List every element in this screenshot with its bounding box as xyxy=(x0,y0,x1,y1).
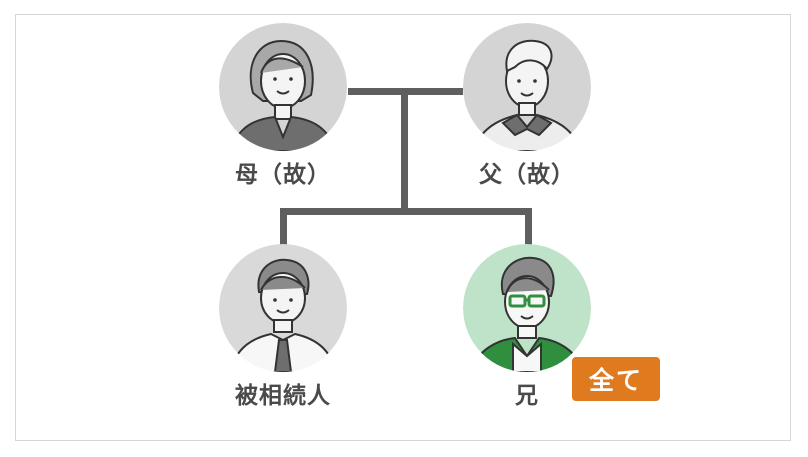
diagram-frame xyxy=(15,14,791,441)
father-label: 父（故） xyxy=(479,162,575,188)
mother-label: 母（故） xyxy=(235,162,331,188)
descent-trunk-line xyxy=(401,88,408,213)
decedent-label: 被相続人 xyxy=(235,383,331,409)
man-elder-icon xyxy=(463,23,591,151)
father-avatar xyxy=(463,23,591,151)
person-decedent: 被相続人 xyxy=(219,244,347,410)
inheritance-badge: 全て xyxy=(572,357,660,401)
man-tie-icon xyxy=(219,244,347,372)
man-glasses-icon xyxy=(463,244,591,372)
person-mother: 母（故） xyxy=(219,23,347,189)
person-father: 父（故） xyxy=(463,23,591,189)
brother-label: 兄 xyxy=(515,383,539,409)
mother-avatar xyxy=(219,23,347,151)
decedent-drop-line xyxy=(280,208,287,248)
decedent-avatar xyxy=(219,244,347,372)
person-brother: 兄 xyxy=(463,244,591,410)
brother-drop-line xyxy=(525,208,532,248)
sibling-line xyxy=(280,208,532,215)
brother-avatar xyxy=(463,244,591,372)
woman-icon xyxy=(219,23,347,151)
